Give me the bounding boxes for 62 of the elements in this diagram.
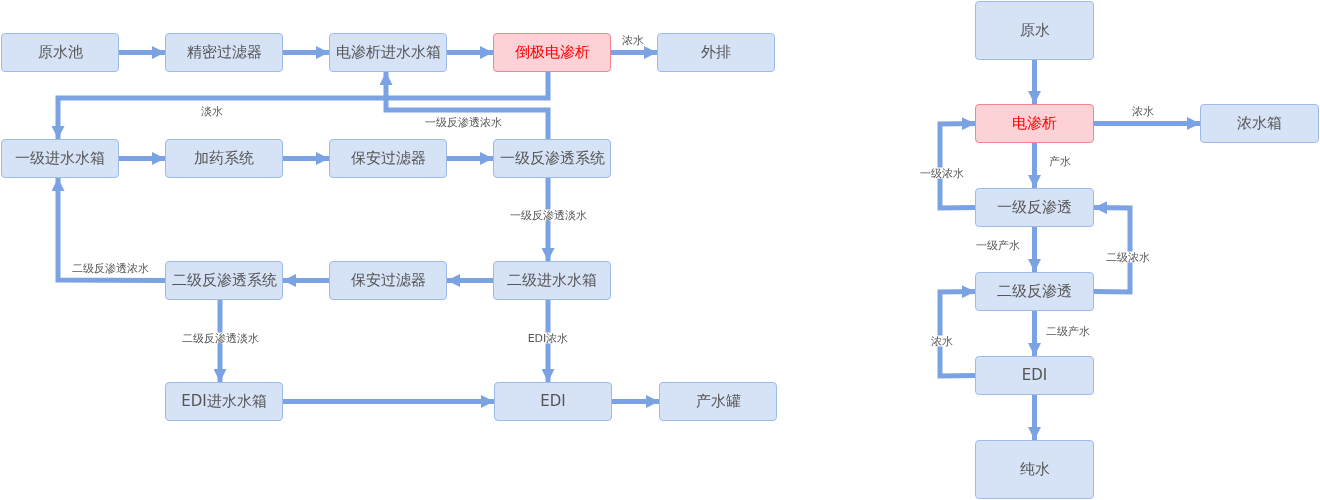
arrow (447, 152, 493, 165)
arrow (1028, 143, 1041, 188)
arrow (447, 274, 493, 287)
arrow (283, 152, 329, 165)
arrow (1094, 117, 1200, 130)
edge-label: 二级浓水 (1105, 251, 1151, 263)
process-box: 保安过滤器 (329, 261, 447, 300)
process-box: 保安过滤器 (329, 139, 447, 178)
edge-label: 一级反渗透淡水 (508, 209, 588, 221)
process-box: 一级反渗透系统 (493, 139, 611, 178)
process-box: 原水 (975, 1, 1094, 60)
arrow (541, 178, 555, 261)
process-box: 加药系统 (165, 139, 283, 178)
arrow (1028, 395, 1041, 440)
arrow (51, 178, 165, 283)
arrow (937, 285, 976, 379)
process-box: 产水罐 (659, 382, 777, 421)
process-box: 电渗析进水水箱 (329, 33, 447, 72)
process-box: EDI进水水箱 (165, 382, 283, 421)
edge-label: 淡水 (200, 105, 224, 117)
edge-label: 二级反渗透浓水 (70, 262, 150, 274)
arrow (1028, 60, 1041, 104)
process-box: 外排 (657, 33, 775, 72)
arrow (541, 300, 555, 382)
arrow (119, 152, 165, 165)
process-box: 二级反渗透系统 (165, 261, 283, 300)
arrow (447, 46, 493, 59)
arrow (283, 274, 329, 287)
process-box: 纯水 (975, 440, 1094, 499)
process-box: 浓水箱 (1200, 104, 1319, 143)
arrow (1028, 227, 1041, 272)
arrow (1093, 201, 1133, 295)
process-box: 一级反渗透 (975, 188, 1094, 227)
process-box: EDI (494, 382, 612, 421)
arrow (611, 46, 657, 59)
process-box: EDI (975, 356, 1094, 395)
arrow (379, 72, 551, 139)
edge-label: 二级反渗透淡水 (180, 332, 260, 344)
edge-label: 产水 (1048, 155, 1072, 167)
edge-label: 浓水 (621, 34, 645, 46)
arrow (283, 46, 329, 59)
process-box: 电渗析 (975, 104, 1094, 143)
arrow (51, 72, 551, 139)
edge-label: 浓水 (1131, 105, 1155, 117)
process-box: 精密过滤器 (165, 33, 283, 72)
arrow (937, 117, 976, 211)
arrow (612, 395, 659, 408)
edge-label: 一级反渗透浓水 (423, 116, 503, 128)
edge-label: 一级浓水 (919, 167, 965, 179)
process-box: 二级反渗透 (975, 272, 1094, 311)
edge-label: 一级产水 (975, 239, 1021, 251)
process-box: 一级进水水箱 (1, 139, 119, 178)
process-box: 原水池 (1, 33, 119, 72)
arrow (283, 395, 494, 408)
edge-label: 浓水 (930, 335, 954, 347)
arrow (1028, 311, 1041, 356)
process-box: 倒极电渗析 (493, 33, 611, 72)
edge-label: EDI浓水 (526, 332, 570, 344)
arrow (119, 46, 165, 59)
process-box: 二级进水水箱 (493, 261, 611, 300)
edge-label: 二级产水 (1045, 325, 1091, 337)
arrow (213, 300, 227, 382)
